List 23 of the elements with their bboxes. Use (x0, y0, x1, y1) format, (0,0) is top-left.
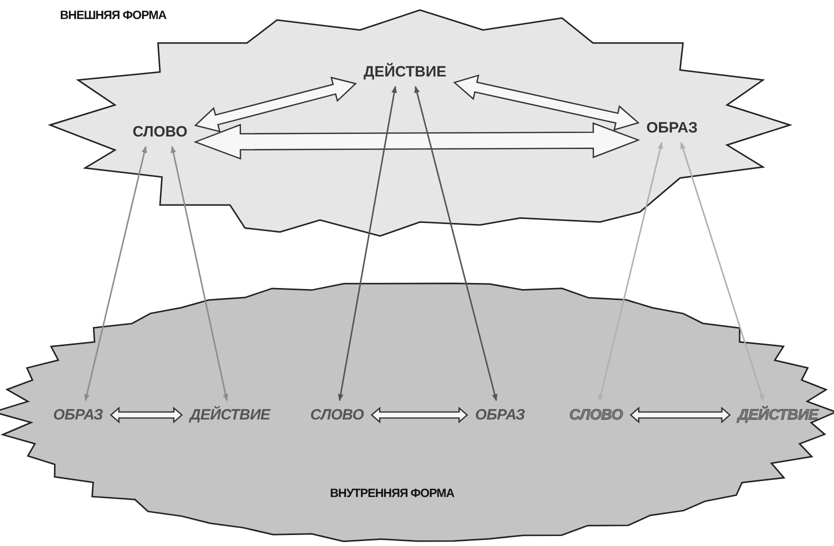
heading: ВНЕШНЯЯ ФОРМА (60, 8, 166, 22)
double-block-arrow (110, 406, 183, 424)
word-label: ДЕЙСТВИЕ (356, 58, 454, 86)
heading: ВНУТРЕННЯЯ ФОРМА (330, 486, 454, 500)
word-label: ОБРАЗ (638, 114, 706, 142)
word-label: ОБРАЗ (45, 400, 111, 430)
double-headed-arrow (338, 86, 397, 402)
word-label: ОБРАЗ (467, 400, 533, 430)
word-label: СЛОВО (302, 400, 372, 430)
word-label: СЛОВО (561, 400, 631, 430)
double-block-arrow (630, 406, 731, 424)
double-headed-arrow (170, 146, 228, 402)
word-label: ДЕЙСТВИЕ (182, 400, 278, 430)
double-headed-arrow (414, 86, 498, 402)
double-block-arrow (194, 122, 640, 160)
double-headed-arrow (680, 142, 764, 402)
double-headed-arrow (598, 142, 663, 402)
word-label: ДЕЙСТВИЕ (730, 400, 826, 430)
double-block-arrow (453, 74, 640, 131)
double-headed-arrow (84, 146, 148, 402)
double-block-arrow (370, 406, 468, 424)
word-label: СЛОВО (124, 118, 196, 146)
double-block-arrow (194, 76, 357, 132)
